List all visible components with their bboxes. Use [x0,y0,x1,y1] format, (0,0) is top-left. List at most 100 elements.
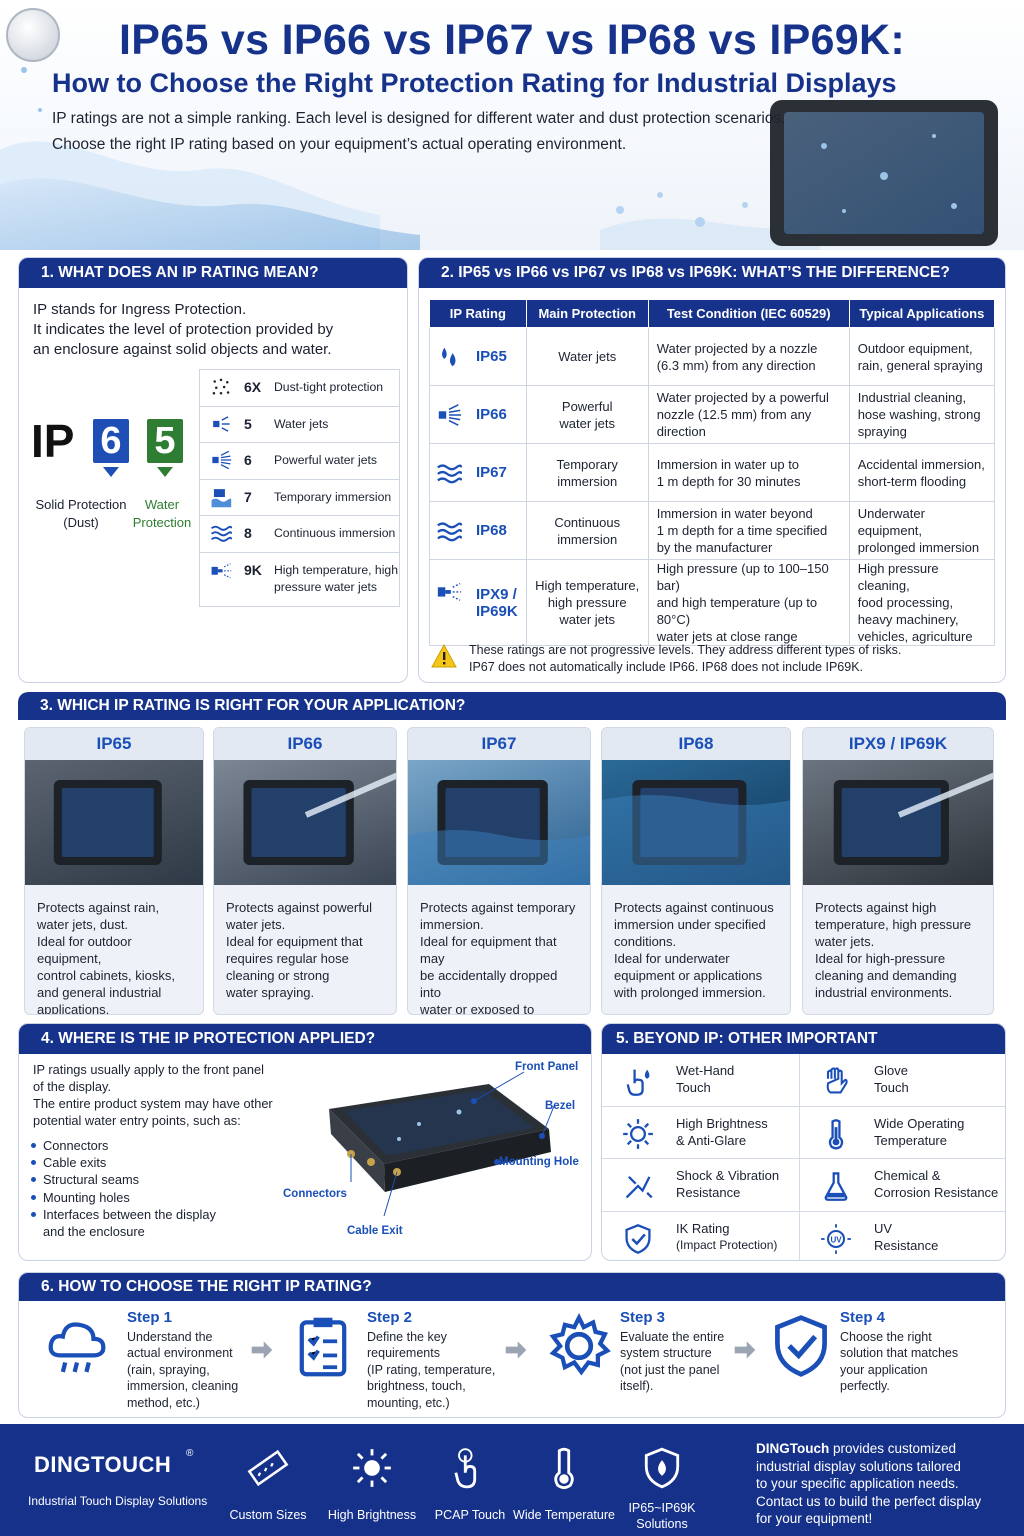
list-item: Structural seams [29,1171,216,1188]
display-device-icon [243,772,396,865]
cell-rating: IP67 [429,443,527,502]
protection-line: immersion [557,473,618,489]
section-heading: 1. WHAT DOES AN IP RATING MEAN? [19,258,407,288]
description-line: Ideal for high-pressure [815,951,946,966]
protection-line: Powerful [561,398,613,414]
text-line: potential water entry points, such as: [33,1113,241,1128]
consideration-label: Resistance [874,1237,939,1253]
list-item-text: and the enclosure [43,1224,145,1240]
legend-code: 6 [244,452,252,468]
text-line: an enclosure against solid objects and w… [33,341,332,358]
protection-line: Continuous [554,514,621,530]
step-title: Step 1 [127,1309,173,1326]
hero-banner: IP65 vs IP66 vs IP67 vs IP68 vs IP69K: H… [0,0,1024,250]
legend-text: Powerful water jets [274,453,377,467]
consideration-item: Chemical &Corrosion Resistance [800,1159,1005,1212]
description-line: Ideal for equipment that may [420,934,557,966]
test-line: and high temperature (up to 80°C) [656,595,818,627]
callout-connectors: Connectors [283,1188,347,1200]
section-heading: 4. WHERE IS THE IP PROTECTION APPLIED? [19,1024,591,1054]
step-title: Step 2 [367,1309,413,1326]
protection-line: immersion [557,531,618,547]
step-line: Define the key [367,1329,447,1344]
description-line: Protects against temporary [420,900,576,915]
application-line: Industrial cleaning, [857,390,967,405]
consideration-label: Wide Operating [874,1115,965,1131]
touch-icon [454,1448,477,1489]
application-line: Underwater equipment, [857,506,925,538]
text-line: It indicates the level of protection pro… [33,321,334,338]
cell-test: Water projected by a nozzle(6.3 mm) from… [647,327,850,386]
display-device-icon [833,772,993,865]
comparison-table: IP Rating Main Protection Test Condition… [429,299,996,646]
powerful-jet-icon [212,450,232,470]
cell-rating: IPX9 /IP69K [429,559,527,646]
solid-digit-badge: 6 [93,419,129,463]
description-line: immersion under specified [614,917,766,932]
test-line: water jets at close range [656,629,798,644]
legend-text: pressure water jets [274,579,377,594]
section-ip-meaning: 1. WHAT DOES AN IP RATING MEAN? IP stand… [18,257,408,683]
description-line: cleaning or strong [226,968,330,983]
rating-name: IP68 [476,522,507,539]
card-photo [25,760,203,885]
card-photo [803,760,993,885]
step-line: Choose the right [840,1329,932,1344]
list-item: Cable exits [29,1154,216,1171]
cell-applications: High pressure cleaning,food processing,h… [848,559,996,646]
solid-label: (Dust) [63,515,99,530]
pressure-washer-icon [437,582,462,601]
cell-rating: IP65 [429,327,527,386]
bullet-dot [31,1143,36,1148]
consideration-label: Touch [874,1080,909,1095]
description-line: requires regular hose [226,951,349,966]
legend-text: High temperature, high [274,562,398,577]
step-line: (IP rating, temperature, [367,1362,496,1377]
step-line: (rain, spraying, [127,1362,210,1377]
waves-icon [437,464,462,484]
application-line: Outdoor equipment, [857,340,973,356]
ip-letters: IP [31,415,75,467]
feature-label: High Brightness [327,1508,417,1522]
temperature-icon [554,1447,574,1490]
rating-name: IPX9 / [476,585,517,603]
legend-text: Water jets [274,416,329,431]
protection-line: Water jets [558,349,617,364]
consideration-label: Corrosion Resistance [874,1185,999,1200]
test-line: direction [656,424,706,439]
application-line: prolonged immersion [857,540,980,555]
legend-text: Temporary immersion [274,489,392,504]
bullet-dot [31,1160,36,1166]
card-title: IP67 [408,728,590,760]
description-line: and general industrial [37,985,162,1000]
rain-cloud-icon [48,1322,106,1373]
shield-check-icon [625,1223,651,1254]
cell-applications: Underwater equipment, prolonged immersion [848,501,996,560]
description-line: Ideal for equipment that [226,934,363,949]
test-line: 1 m depth for 30 minutes [656,473,801,489]
callout-bezel: Bezel [545,1100,576,1112]
display-device-icon [602,780,790,885]
legend-code: 6X [244,379,262,395]
description-line: water jets, dust. [37,917,129,932]
card-photo [602,760,790,885]
sun-icon [623,1118,653,1149]
legend-code: 7 [244,488,252,505]
list-item: Interfaces between the display [29,1206,216,1223]
step-title: Step 3 [620,1309,666,1326]
feature-label: Solutions [636,1517,688,1531]
section-ip-difference: 2. IP65 vs IP66 vs IP67 vs IP68 vs IP69K… [418,257,1006,683]
